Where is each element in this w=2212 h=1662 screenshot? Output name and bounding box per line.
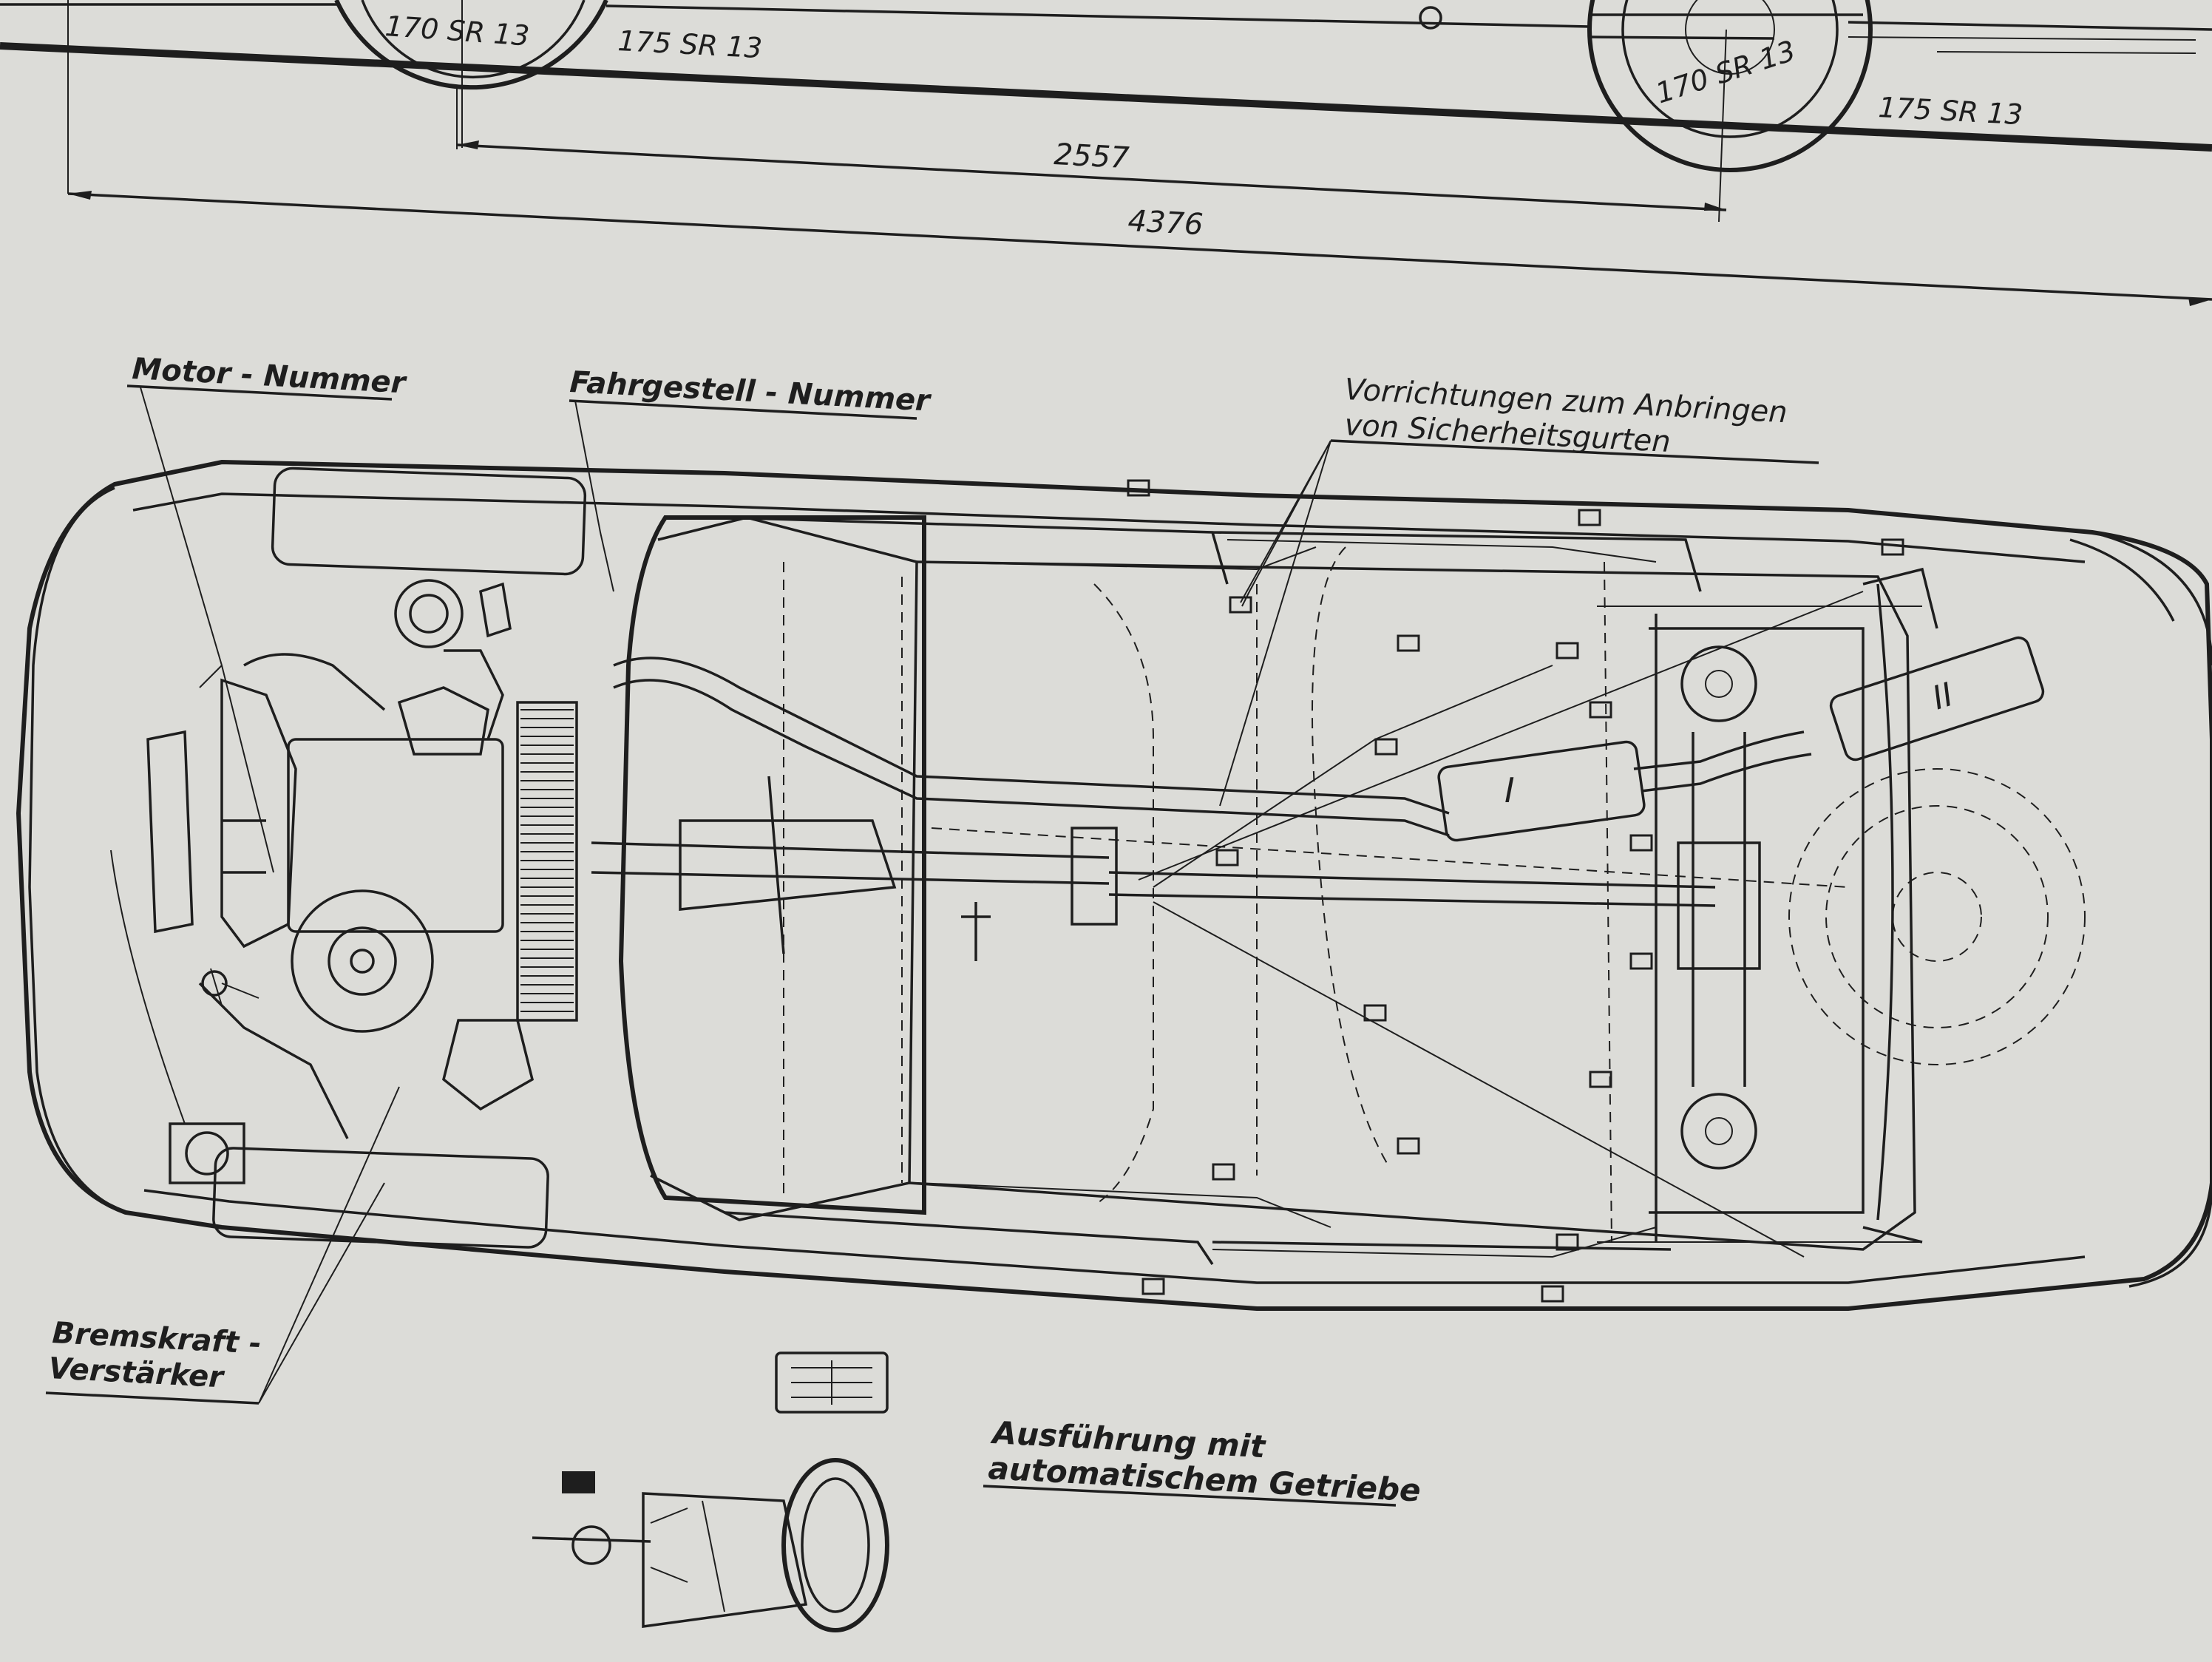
pulley: [394, 579, 464, 648]
flywheel: [291, 889, 434, 1033]
front-strut-lower: [1680, 1093, 1757, 1170]
brake-booster: [185, 1131, 229, 1176]
rear-wheel-side: [334, 0, 608, 148]
seatbelt-anchors: [1127, 479, 1904, 1303]
rear-upper-box: [271, 467, 587, 576]
anchor-point: [1578, 509, 1601, 526]
spare-wheel: [1788, 768, 2086, 1065]
anchor-point: [1229, 596, 1252, 614]
front-axle: [1597, 538, 2175, 1244]
overall-length-value: 4376: [1127, 204, 1204, 242]
selector-box: [775, 1351, 889, 1414]
auto-marker: [562, 1471, 595, 1493]
steering-rack: [1677, 841, 1761, 970]
leader-lines: [140, 387, 1331, 1404]
muffler-1-label: I: [1504, 770, 1515, 810]
side-exhaust-line: [1848, 36, 2196, 54]
anchor-point: [1141, 1278, 1165, 1295]
dimension-lines: 2557 4376: [67, 0, 2212, 306]
propshaft: [1108, 871, 1716, 889]
wheelbase-dimension-line: [456, 143, 1727, 211]
anchor-point: [1374, 738, 1398, 756]
anchor-point: [1127, 479, 1150, 497]
front-floor: [909, 560, 1916, 1251]
overall-length-dimension-line: [67, 192, 2212, 301]
anchor-point: [1397, 1137, 1420, 1155]
car-body-outline: [16, 459, 2212, 1311]
side-view: 170 SR 13 175 SR 13 170 SR 13 175 SR 13: [0, 0, 2212, 223]
automatic-inset: [532, 1351, 889, 1632]
radiator: [516, 701, 578, 1022]
anchor-point: [1215, 849, 1239, 866]
auto-transmission: [642, 1492, 808, 1629]
side-joint: [1419, 6, 1442, 30]
exhaust-system: I II: [613, 636, 2045, 842]
anchor-point: [1881, 538, 1904, 556]
rear-panel: [146, 730, 194, 934]
engine-block: [287, 738, 504, 933]
anchor-point: [1589, 1071, 1612, 1088]
center-bearing: [1071, 827, 1118, 926]
side-body-line: [0, 3, 2212, 31]
anchor-point: [1212, 1163, 1235, 1181]
body-outer-outline: [16, 459, 2212, 1311]
torque-converter: [781, 1458, 889, 1632]
muffler-1: [1437, 740, 1646, 842]
anchor-point: [1555, 642, 1579, 659]
tire-front-outer-label: 175 SR 13: [1878, 91, 2024, 131]
front-strut-upper: [1680, 645, 1757, 722]
anchor-point: [1397, 634, 1420, 652]
tire-rear-outer-label: 175 SR 13: [617, 24, 764, 64]
anchor-point: [1629, 834, 1653, 852]
anchor-point: [1541, 1285, 1564, 1303]
wheelbase-value: 2557: [1053, 138, 1130, 175]
anchor-point: [1589, 701, 1612, 719]
cabin-floor: [618, 515, 1916, 1265]
transmission: [679, 819, 897, 911]
anchor-point: [1363, 1004, 1387, 1022]
ground-line: [0, 42, 2212, 152]
rear-lower-box: [212, 1147, 549, 1249]
anchor-point: [1555, 1233, 1579, 1251]
muffler-2: [1829, 636, 2045, 762]
anchor-point: [1629, 952, 1653, 970]
engine-assembly: [110, 467, 587, 1249]
front-wheel-side: [1587, 0, 1873, 223]
drivetrain: [591, 776, 1716, 961]
